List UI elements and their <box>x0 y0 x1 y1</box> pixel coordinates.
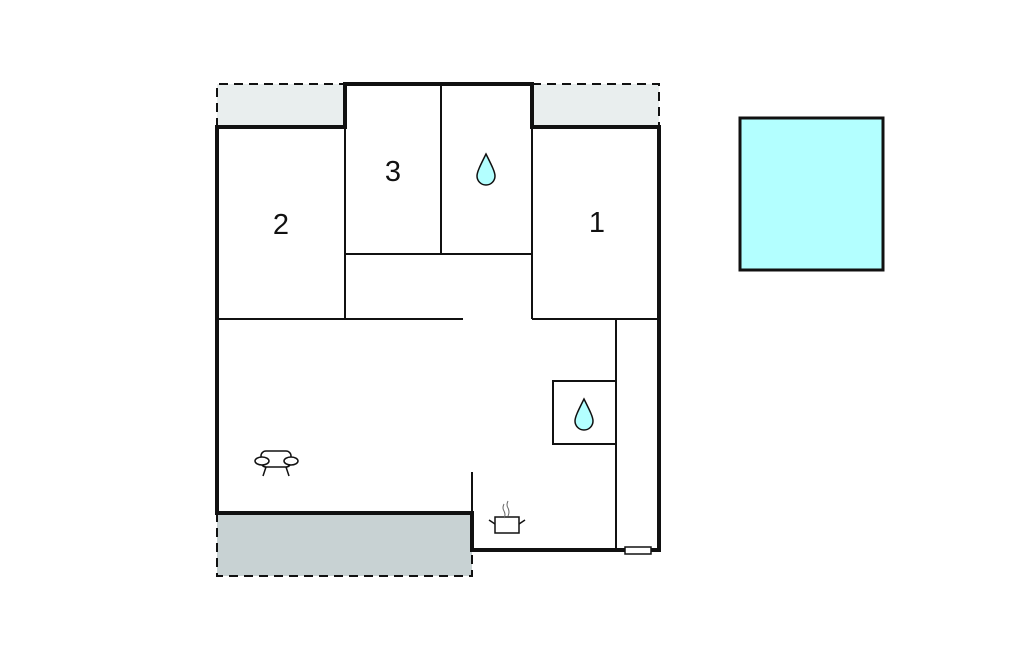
exterior-walls <box>215 82 661 552</box>
sofa-icon <box>254 450 299 477</box>
terrace-top-left <box>216 83 345 127</box>
terrace-bottom <box>216 513 473 577</box>
water-drop-icon <box>476 152 496 186</box>
room-label-2: 2 <box>273 209 289 241</box>
room-label-1: 1 <box>589 207 605 239</box>
water-drop-icon <box>574 397 594 431</box>
room-label-3: 3 <box>385 156 401 188</box>
terrace-top-right <box>532 83 660 127</box>
interior-walls <box>217 84 659 550</box>
pool <box>738 116 885 272</box>
cooking-pot-icon <box>488 500 526 534</box>
window-marker <box>624 546 652 555</box>
